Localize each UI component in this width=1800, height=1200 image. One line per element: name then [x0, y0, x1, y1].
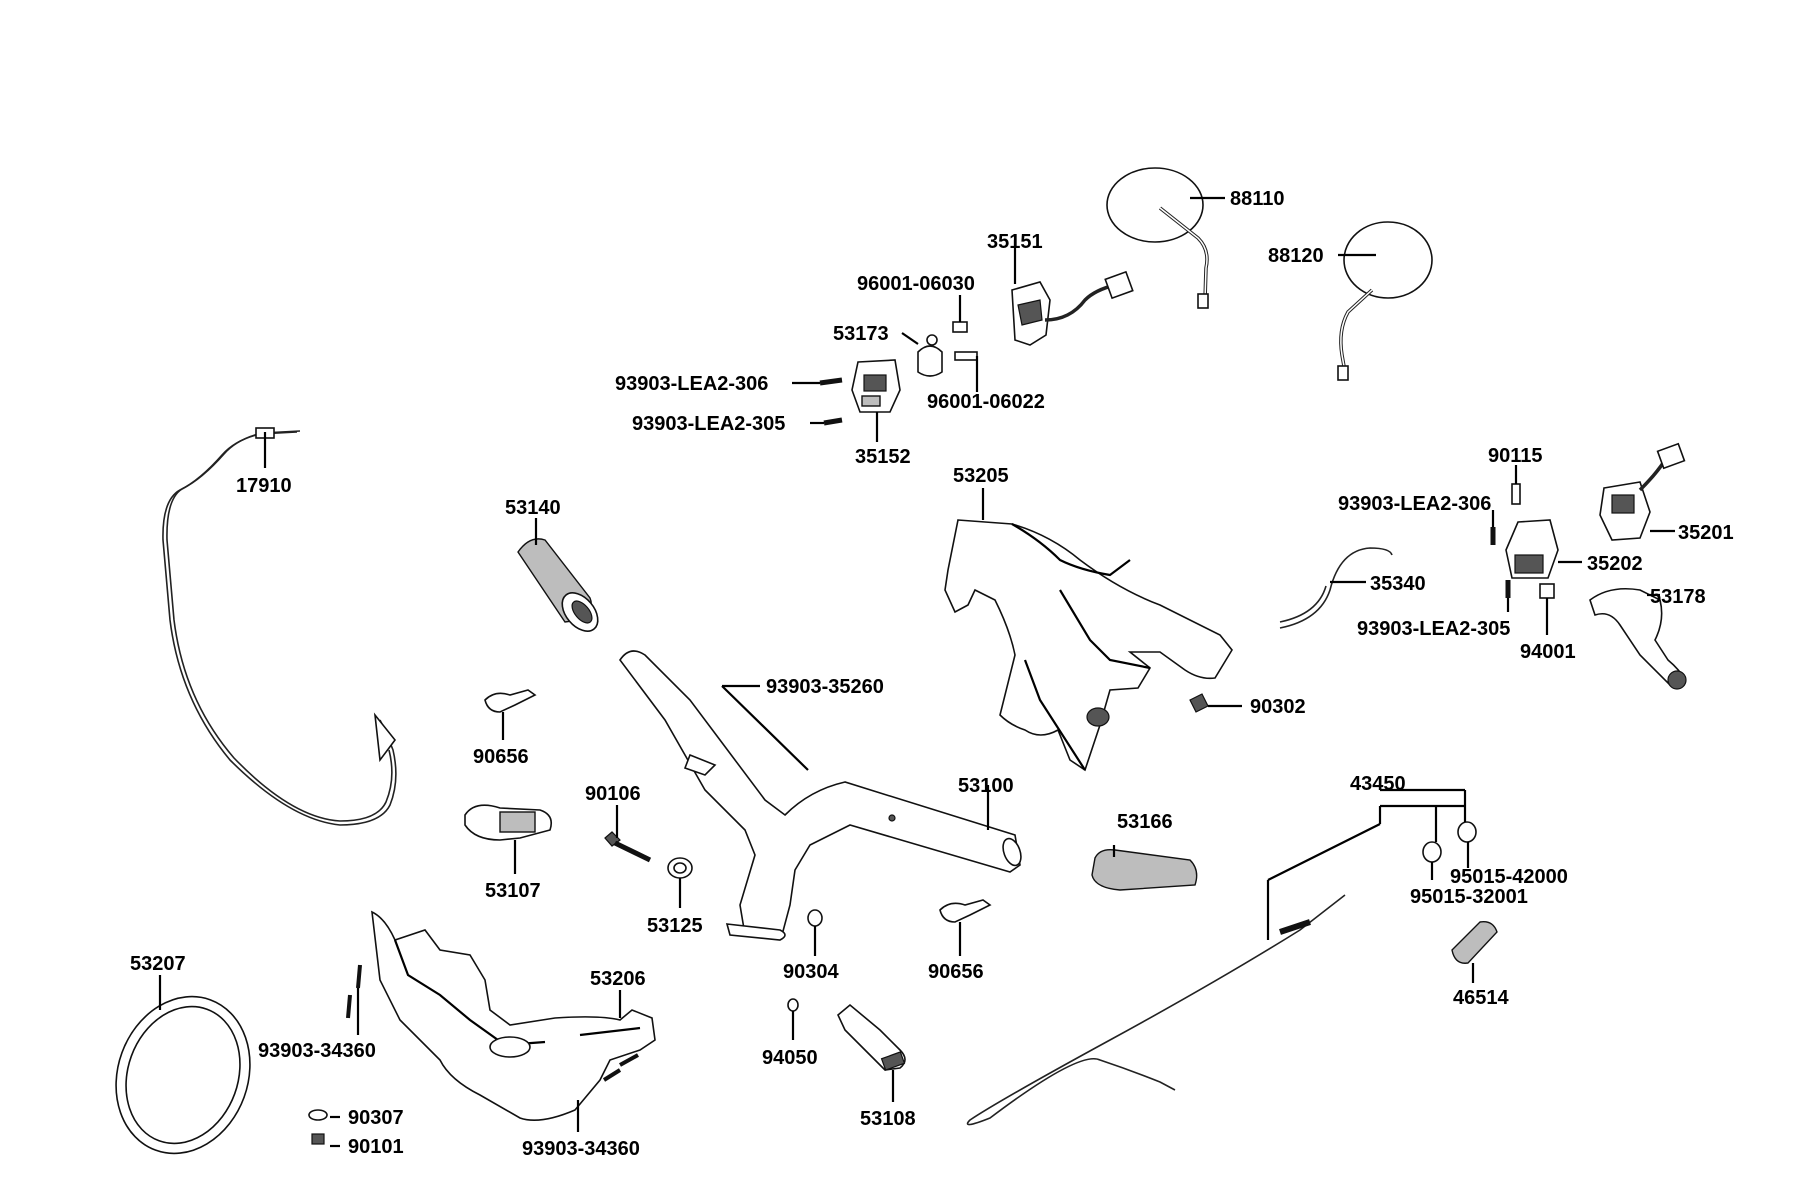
label-53207: 53207	[130, 953, 186, 975]
part-labels: 88110 88120 35151 96001-06030 53173 9390…	[130, 188, 1734, 1160]
label-35202: 35202	[1587, 553, 1643, 575]
label-53173: 53173	[833, 323, 889, 345]
handlebar-53100-part	[619, 650, 1022, 941]
label-53140: 53140	[505, 497, 561, 519]
handlebar-cover-53205-part	[944, 519, 1233, 772]
label-90656-lower: 90656	[928, 961, 984, 983]
bolt-90101-part	[311, 1133, 325, 1145]
label-53166: 53166	[1117, 811, 1173, 833]
throttle-pipe-53107-part	[464, 804, 553, 841]
washer-90307-part	[308, 1109, 328, 1121]
throttle-grip-53108-part	[837, 1003, 906, 1071]
label-35152: 35152	[855, 446, 911, 468]
label-17910: 17910	[236, 475, 292, 497]
label-94050: 94050	[762, 1047, 818, 1069]
label-93903-LEA2-306-left: 93903-LEA2-306	[615, 373, 768, 395]
wire-35340-part	[1279, 547, 1393, 629]
mirror-right-part	[1106, 167, 1209, 309]
label-96001-06022: 96001-06022	[927, 391, 1045, 413]
label-35151: 35151	[987, 231, 1043, 253]
leader-lines	[158, 196, 1675, 1148]
bolt-96001-06030-part	[952, 321, 968, 333]
label-43450: 43450	[1350, 773, 1406, 795]
label-90656-upper: 90656	[473, 746, 529, 768]
nut-94050-part	[787, 998, 799, 1012]
nut-94001-part	[1539, 583, 1555, 599]
lower-cover-53206-part	[371, 910, 656, 1121]
label-93903-LEA2-305-left: 93903-LEA2-305	[632, 413, 785, 435]
cap-95015-32001-part	[1422, 841, 1442, 863]
cable-43450-part	[966, 894, 1346, 1126]
label-53100: 53100	[958, 775, 1014, 797]
label-94001: 94001	[1520, 641, 1576, 663]
bolt-96001-06022-part	[954, 351, 978, 361]
label-90304: 90304	[783, 961, 839, 983]
label-53178: 53178	[1650, 586, 1706, 608]
boot-46514-part	[1451, 921, 1498, 964]
clip-90656-upper-part	[484, 689, 537, 713]
label-95015-32001: 95015-32001	[1410, 886, 1528, 908]
label-53205: 53205	[953, 465, 1009, 487]
label-93903-LEA2-306-right: 93903-LEA2-306	[1338, 493, 1491, 515]
pin-90115-part	[1511, 483, 1521, 505]
label-90302: 90302	[1250, 696, 1306, 718]
grip-53166-part	[1091, 848, 1198, 891]
label-90307: 90307	[348, 1107, 404, 1129]
label-88120: 88120	[1268, 245, 1324, 267]
bolt-90106-part	[604, 831, 652, 863]
label-53125: 53125	[647, 915, 703, 937]
label-46514: 46514	[1453, 987, 1509, 1009]
label-35340: 35340	[1370, 573, 1426, 595]
screw-34360-left-part	[346, 964, 362, 1019]
clamp-53173-part	[917, 334, 943, 377]
switch-housing-35202-part	[1505, 519, 1559, 579]
switch-housing-35152-part	[851, 359, 901, 413]
label-93903-35260: 93903-35260	[766, 676, 884, 698]
bolt-90302-part	[1189, 693, 1209, 713]
headlight-ring-53207-part	[115, 995, 251, 1155]
screw-lea2-306-left-part	[819, 377, 843, 386]
label-90106: 90106	[585, 783, 641, 805]
label-93903-34360-right: 93903-34360	[522, 1138, 640, 1160]
label-90115: 90115	[1488, 445, 1543, 467]
label-53108: 53108	[860, 1108, 916, 1130]
label-93903-LEA2-305-right: 93903-LEA2-305	[1357, 618, 1510, 640]
label-53206: 53206	[590, 968, 646, 990]
mirror-left-part	[1337, 221, 1433, 381]
label-96001-06030: 96001-06030	[857, 273, 975, 295]
nut-90304-part	[807, 909, 823, 927]
label-90101: 90101	[348, 1136, 404, 1158]
screw-34360-right-part	[602, 1053, 639, 1082]
label-88110: 88110	[1230, 188, 1285, 210]
screw-lea2-305-left-part	[823, 417, 843, 426]
collar-53125-part	[667, 857, 693, 879]
cap-95015-42000-part	[1457, 821, 1477, 843]
switch-housing-35201-part	[1599, 442, 1686, 541]
switch-housing-35151-part	[1011, 270, 1134, 346]
clip-90656-lower-part	[939, 899, 992, 923]
label-95015-42000: 95015-42000	[1450, 866, 1568, 888]
label-93903-34360-left: 93903-34360	[258, 1040, 376, 1062]
label-53107: 53107	[485, 880, 541, 902]
label-35201: 35201	[1678, 522, 1734, 544]
lever-53178-part	[1589, 587, 1687, 690]
grip-53140-part	[517, 538, 599, 632]
